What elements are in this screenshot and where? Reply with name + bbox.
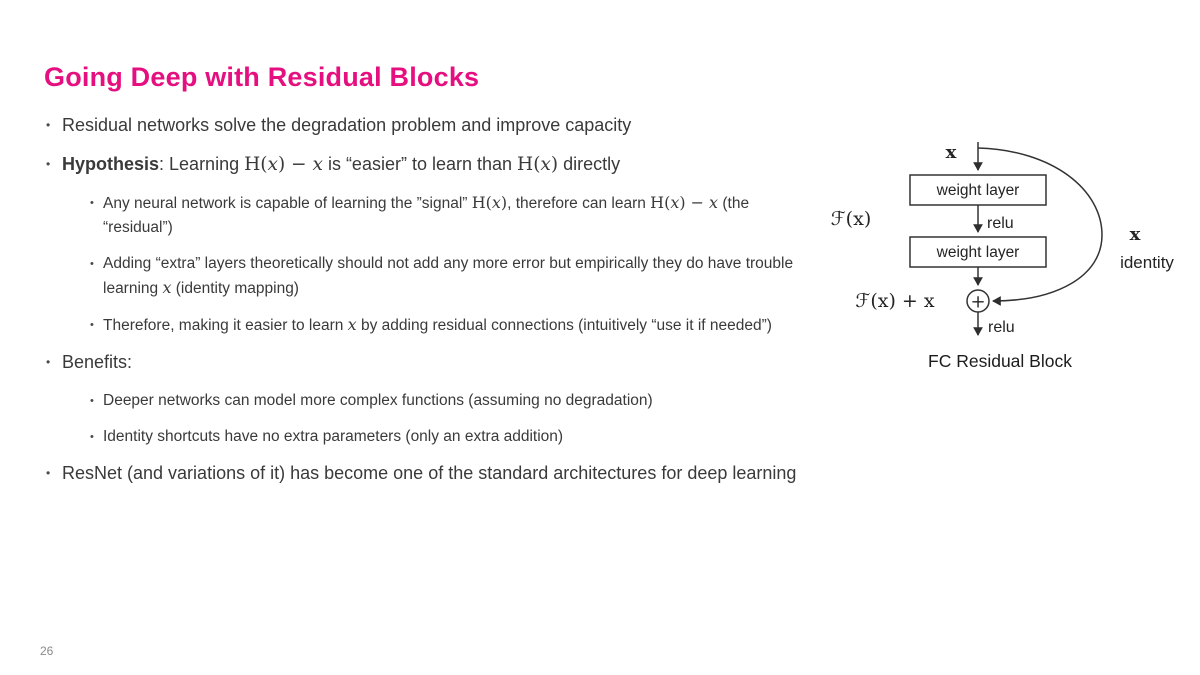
bullet-marker: • [46, 118, 51, 132]
relu-out-label: relu [988, 319, 1015, 336]
bullet-item: • Deeper networks can model more complex … [90, 389, 844, 413]
weight-layer-1-label: weight layer [936, 182, 1020, 199]
bullet-item: • Benefits: [44, 350, 844, 375]
sum-plus-sign: + [970, 292, 985, 313]
bullet-marker: • [46, 157, 51, 171]
skip-identity-label: identity [1120, 253, 1174, 272]
bullet-item: • Therefore, making it easier to learn x … [90, 313, 844, 338]
weight-layer-2-box [909, 236, 1047, 268]
bullet-text: Residual networks solve the degradation … [62, 115, 632, 135]
page-title: Going Deep with Residual Blocks [44, 62, 480, 93]
relu-mid-label: relu [987, 215, 1014, 232]
bullet-item: • Hypothesis: Learning H(x) − x is “easie… [44, 152, 844, 177]
bullet-item: • Adding “extra” layers theoretically sho… [90, 252, 844, 301]
bullet-text: Deeper networks can model more complex f… [103, 392, 653, 409]
bullet-marker: • [46, 355, 51, 369]
weight-layer-1-box [909, 174, 1047, 206]
bullet-text: Adding “extra” layers theoretically shou… [103, 255, 794, 297]
bullet-text: Identity shortcuts have no extra paramet… [103, 428, 564, 445]
bullet-marker: • [90, 197, 94, 209]
bullet-marker: • [90, 395, 94, 407]
bullet-item: • Any neural network is capable of learni… [90, 191, 844, 240]
bullet-text: Therefore, making it easier to learn x b… [103, 315, 772, 334]
bullet-list: • Residual networks solve the degradation… [44, 113, 844, 500]
bullet-item: • Residual networks solve the degradation… [44, 113, 844, 138]
bullet-text: ResNet (and variations of it) has become… [62, 463, 797, 483]
bullet-marker: • [90, 431, 94, 443]
residual-block-diagram: x x identity ℱ(x) weight layer relu weig… [831, 142, 1174, 371]
weight-layer-2-label: weight layer [936, 244, 1020, 261]
bullet-item: • Identity shortcuts have no extra parame… [90, 425, 844, 449]
sum-label: ℱ(x) + x [855, 290, 934, 312]
bullet-marker: • [90, 319, 94, 331]
bullet-item: • ResNet (and variations of it) has becom… [44, 461, 844, 486]
bullet-text: Benefits: [62, 352, 133, 372]
diagram-caption: FC Residual Block [928, 351, 1072, 371]
skip-x-label: x [1130, 224, 1141, 245]
bullet-text: Any neural network is capable of learnin… [103, 193, 750, 236]
bullet-marker: • [90, 258, 94, 270]
f-of-x-label: ℱ(x) [831, 208, 871, 230]
skip-connection-curve [977, 147, 1103, 306]
bullet-text: Hypothesis: Learning H(x) − x is “easier… [62, 154, 621, 175]
diagram-input-x-label: x [946, 142, 957, 163]
bullet-marker: • [46, 466, 51, 480]
page-number: 26 [40, 644, 54, 658]
